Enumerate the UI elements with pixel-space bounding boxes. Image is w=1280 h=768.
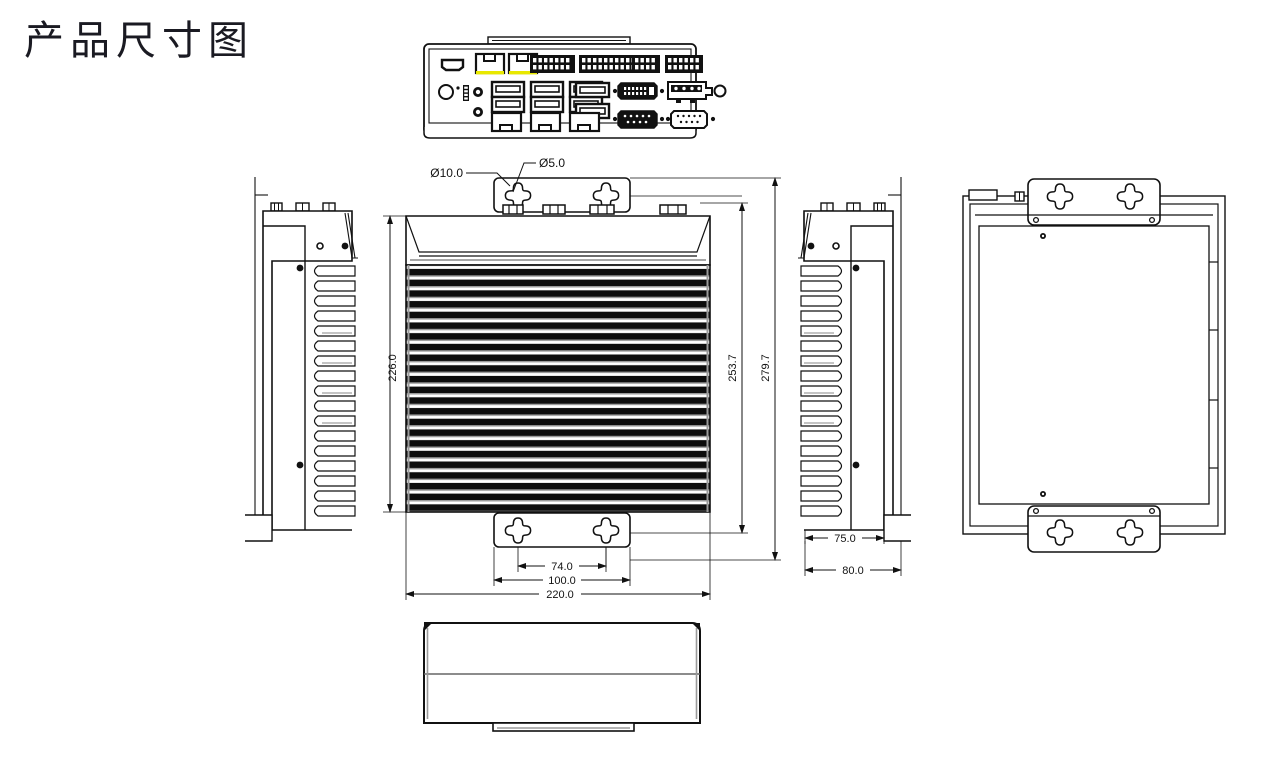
power-connector [667, 81, 727, 103]
hdmi-port [440, 58, 465, 72]
dim-depth-b [630, 177, 781, 561]
dim-label-mount-pitch-inner: 74.0 [551, 561, 572, 573]
bottom-view [423, 622, 701, 732]
displayport-1 [574, 81, 611, 99]
dim-keyhole-small-leader [512, 162, 536, 193]
serial-port-1 [612, 110, 665, 129]
lan-port-1 [474, 52, 506, 75]
io-panel-view [423, 36, 727, 139]
dim-label-side-outer: 80.0 [842, 565, 863, 577]
lan-port-4 [529, 111, 562, 133]
usb-stack-1 [490, 80, 526, 114]
dim-depth-a [630, 202, 748, 534]
dvi-port [612, 82, 665, 100]
led-indicator [456, 86, 460, 90]
terminal-block-3 [632, 55, 660, 73]
terminal-block-1 [530, 55, 575, 73]
dimension-layer: 226.0 253.7 279.7 74.0 [383, 156, 902, 601]
left-side-view [245, 177, 358, 542]
dim-label-keyhole-large: Ø10.0 [430, 166, 463, 180]
dim-label-depth-a: 253.7 [727, 354, 739, 382]
front-view [405, 177, 711, 548]
usb-stack-2 [529, 80, 565, 114]
rear-bottom-bracket [1027, 491, 1161, 553]
dim-height-overall [383, 215, 406, 513]
dim-label-height-overall: 226.0 [387, 354, 399, 382]
lan-port-3 [490, 111, 523, 133]
dim-keyhole-large-leader [466, 172, 511, 187]
dim-label-keyhole-small: Ø5.0 [539, 156, 565, 170]
led-bar [463, 85, 469, 101]
dim-label-side-inner: 75.0 [834, 533, 855, 545]
terminal-block-4 [665, 55, 703, 73]
page-title: 产品尺寸图 [24, 18, 254, 63]
rear-view [962, 178, 1226, 553]
antenna-hole-2 [473, 107, 483, 117]
heatsink-fins [406, 265, 710, 512]
antenna-hole-1 [473, 87, 483, 97]
power-button [438, 84, 454, 100]
right-side-view [798, 177, 911, 542]
rear-top-bracket [1027, 178, 1161, 239]
lan-port-5 [568, 111, 601, 133]
bottom-mount-bracket [493, 512, 631, 548]
dim-label-mount-pitch-outer: 100.0 [548, 575, 576, 587]
serial-port-2 [665, 110, 716, 129]
dim-label-depth-b: 279.7 [760, 354, 772, 382]
dim-label-width-overall: 220.0 [546, 589, 574, 601]
